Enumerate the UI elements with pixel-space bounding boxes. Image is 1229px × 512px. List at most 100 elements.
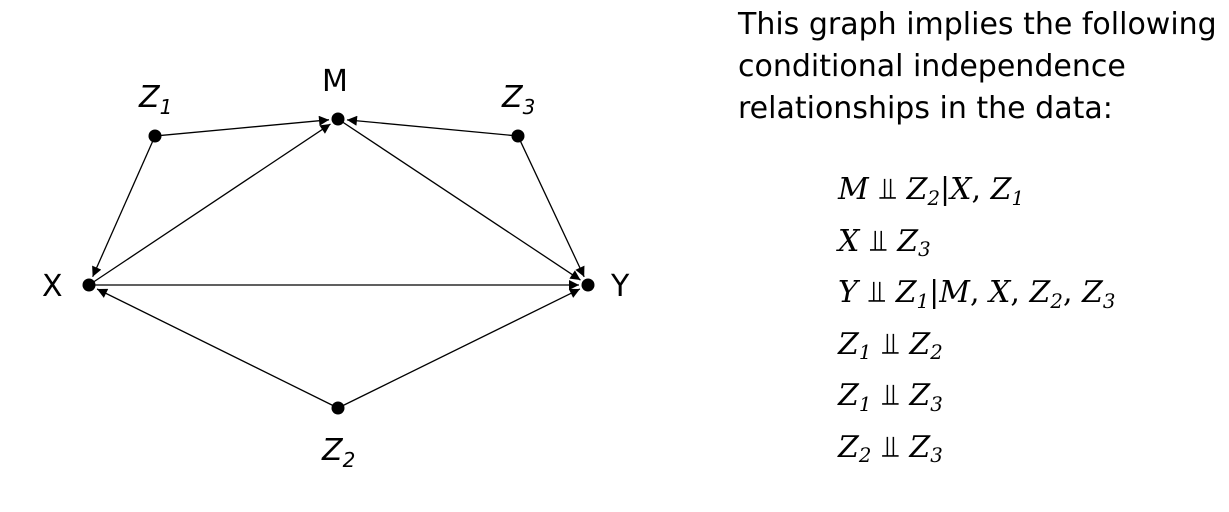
independence-symbol: ⫫	[869, 223, 887, 259]
edge-z1-to-x	[92, 137, 155, 278]
variable: Z1	[838, 378, 871, 414]
relation-row: X ⫫ Z3	[838, 216, 1115, 268]
independence-symbol: ⫫	[881, 326, 899, 362]
variable-base: X	[838, 223, 860, 259]
edge-z3-to-m	[346, 115, 517, 137]
variable-base: Z	[895, 275, 917, 310]
variable: X	[838, 224, 859, 259]
relation-row: Y⫫Z1|M, X, Z2, Z3	[838, 267, 1115, 319]
node-m-dot	[331, 112, 345, 126]
variable: Y	[838, 275, 858, 310]
variable: Z1	[990, 172, 1025, 210]
variable-base: Y	[838, 275, 858, 310]
description-text: This graph implies the following conditi…	[738, 4, 1218, 130]
variable: Z2	[838, 429, 871, 466]
variable-subscript: 3	[930, 392, 943, 416]
node-z2: Z2	[321, 401, 355, 472]
relation-row: M⫫Z2|X, Z1	[838, 164, 1115, 216]
separator: ,	[971, 172, 991, 207]
variable-subscript: 1	[1011, 186, 1025, 210]
variable-base: X	[950, 172, 972, 207]
node-label-base: Z	[501, 80, 524, 115]
variable-subscript: 1	[916, 289, 930, 313]
variable: X	[950, 172, 971, 207]
node-z3: Z3	[501, 80, 535, 143]
node-y-dot	[581, 278, 595, 292]
relation-row: Z2⫫Z3	[838, 422, 1115, 474]
edges-layer	[90, 115, 585, 408]
variable-base: Z	[838, 378, 859, 413]
variable: Z2	[1029, 275, 1063, 313]
edge-z2-to-y	[339, 288, 581, 408]
variable: M	[838, 172, 869, 207]
separator: ,	[1010, 275, 1030, 310]
node-label-base: Z	[138, 80, 161, 115]
node-label-base: X	[42, 269, 63, 304]
node-x-dot	[82, 278, 96, 292]
node-x: X	[42, 269, 96, 304]
node-z1: Z1	[138, 80, 172, 143]
variable: Z2	[909, 326, 943, 365]
variable: Z3	[1082, 275, 1116, 313]
node-z2-label: Z2	[321, 433, 355, 472]
variable: Z3	[909, 378, 943, 416]
variable-base: Z	[1082, 275, 1103, 310]
relation-row: Z1⫫Z3	[838, 370, 1115, 422]
variable-subscript: 3	[1102, 289, 1116, 313]
variable-base: Z	[990, 172, 1012, 207]
node-y: Y	[581, 269, 630, 304]
conditioning-bar: |	[929, 275, 940, 310]
node-m: M	[322, 64, 348, 126]
variable-base: Z	[1029, 275, 1051, 310]
variable: Z1	[838, 326, 872, 365]
variable-subscript: 3	[930, 444, 943, 468]
independence-symbol: ⫫	[881, 429, 899, 465]
node-label-subscript: 3	[523, 95, 536, 119]
variable-base: X	[989, 275, 1011, 310]
independence-symbol: ⫫	[879, 172, 897, 207]
node-z3-label: Z3	[501, 80, 535, 119]
variable-base: Z	[906, 172, 928, 207]
node-z1-label: Z1	[138, 80, 172, 119]
node-m-label: M	[322, 64, 348, 99]
variable: Z1	[895, 275, 930, 313]
node-y-label: Y	[610, 269, 630, 304]
variable: Z3	[909, 429, 943, 468]
node-label-base: M	[322, 64, 348, 99]
separator: ,	[969, 275, 990, 310]
node-z3-dot	[511, 129, 525, 143]
variable-base: Z	[897, 223, 919, 259]
variable-base: M	[939, 275, 970, 310]
node-label-subscript: 1	[160, 95, 173, 119]
separator: ,	[1062, 275, 1083, 310]
variable: M	[939, 275, 970, 310]
node-label-subscript: 2	[343, 448, 356, 472]
independence-symbol: ⫫	[881, 378, 899, 413]
description-line-3: relationships in the data:	[738, 91, 1113, 126]
variable-base: Z	[838, 429, 859, 465]
node-z1-dot	[148, 129, 162, 143]
variable-base: M	[838, 172, 869, 207]
description-line-2: conditional independence	[738, 49, 1126, 84]
conditioning-bar: |	[940, 172, 951, 207]
variable-subscript: 2	[1050, 289, 1063, 313]
variable-base: Z	[909, 378, 931, 413]
variable: Z2	[906, 172, 940, 208]
relation-row: Z1⫫Z2	[838, 319, 1115, 371]
variable-base: Z	[909, 429, 931, 465]
variable: Z3	[897, 223, 931, 262]
edge-m-to-y	[339, 119, 581, 281]
node-label-base: Z	[321, 433, 344, 468]
edge-z1-to-m	[156, 115, 330, 137]
variable-subscript: 3	[918, 238, 931, 262]
variable-subscript: 2	[930, 341, 943, 365]
node-x-label: X	[42, 269, 63, 304]
edge-z2-to-x	[96, 288, 337, 408]
variable-subscript: 1	[858, 341, 872, 365]
variable-base: Z	[838, 326, 859, 362]
node-label-base: Y	[610, 269, 630, 304]
variable-base: Z	[909, 326, 931, 362]
